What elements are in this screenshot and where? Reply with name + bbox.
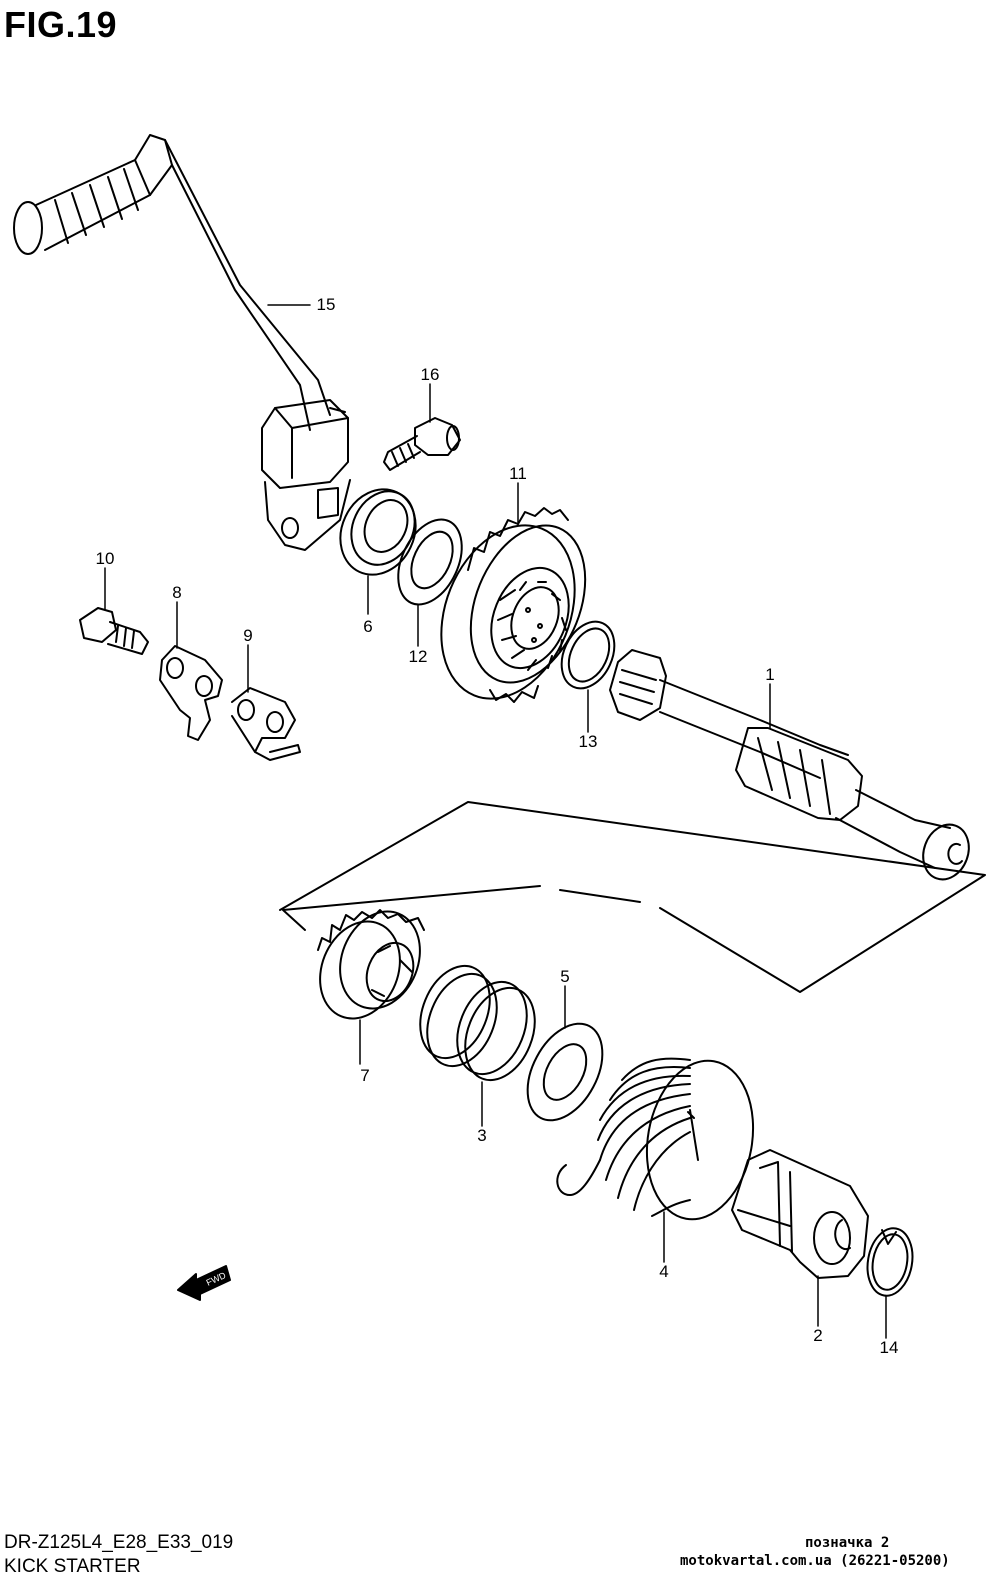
callout-leader-lines (104, 304, 887, 1339)
callout-part-1: 1 (765, 665, 775, 684)
kick-lever-part-15 (13, 134, 351, 551)
callout-part-16: 16 (420, 365, 440, 384)
circlip-part-14 (866, 1227, 914, 1297)
washer-part-13 (560, 620, 616, 690)
spring-guide-part-2 (731, 1149, 869, 1279)
callout-part-13: 13 (578, 732, 598, 751)
section-name: KICK STARTER (4, 1556, 141, 1577)
watermark-line-2: motokvartal.com.ua (26221-05200) (680, 1553, 950, 1569)
model-code: DR-Z125L4_E28_E33_019 (4, 1532, 234, 1553)
callout-part-8: 8 (172, 583, 182, 602)
spring-part-3 (419, 964, 536, 1082)
washer-part-12 (397, 518, 463, 606)
washer-part-5 (526, 1022, 604, 1122)
assembly-reference-outline (279, 801, 986, 993)
callout-part-6: 6 (363, 617, 373, 636)
callout-part-12: 12 (408, 647, 428, 666)
callout-part-3: 3 (477, 1126, 487, 1145)
bolt-part-10 (79, 607, 149, 655)
stopper-plate-part-9 (231, 687, 301, 761)
kick-shaft-part-1 (609, 649, 970, 881)
callout-part-14: 14 (879, 1338, 899, 1357)
callout-part-11: 11 (509, 464, 527, 483)
return-spring-part-4 (556, 1057, 755, 1221)
callout-part-5: 5 (560, 967, 570, 986)
ratchet-part-7 (317, 909, 425, 1020)
fwd-arrow-icon: FWD (177, 1265, 231, 1301)
figure-title: FIG.19 (4, 4, 118, 45)
bolt-part-16 (383, 417, 461, 471)
callout-part-7: 7 (360, 1066, 370, 1085)
callout-part-4: 4 (659, 1262, 669, 1281)
watermark-line-1: позначка 2 (805, 1535, 890, 1551)
kick-gear-part-11 (440, 507, 587, 703)
callout-part-2: 2 (813, 1326, 823, 1345)
oil-seal-part-6 (339, 488, 417, 576)
callout-part-15: 15 (316, 295, 336, 314)
callout-part-10: 10 (95, 549, 115, 568)
guide-plate-part-8 (159, 645, 223, 741)
callout-part-9: 9 (243, 626, 253, 645)
